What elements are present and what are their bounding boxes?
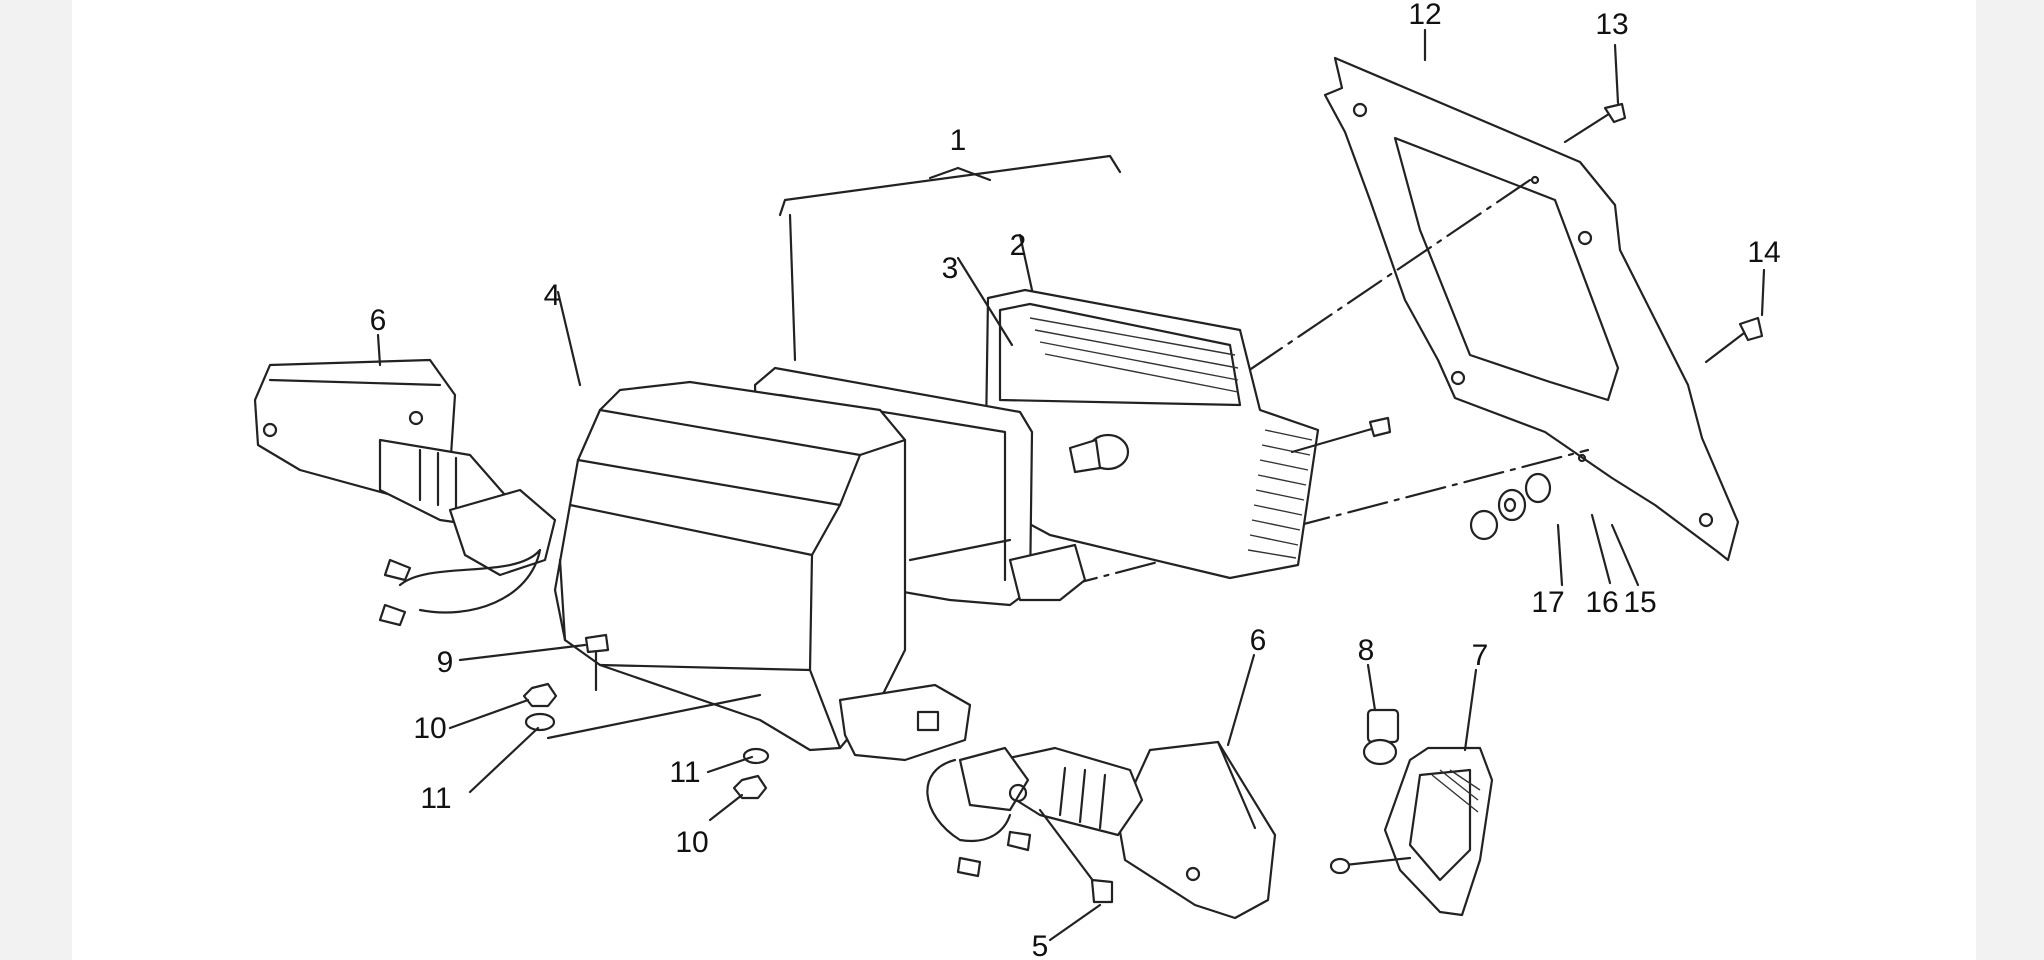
callout-11-right: 11 — [669, 756, 700, 789]
callout-10-right: 10 — [675, 826, 708, 859]
screw-13 — [1563, 102, 1627, 144]
leader-lines — [376, 28, 1766, 942]
nut-10-left — [522, 682, 558, 708]
callout-13: 13 — [1595, 8, 1628, 41]
callout-8: 8 — [1358, 634, 1375, 667]
washer-11-right — [742, 747, 770, 765]
nut-washer-set — [1469, 472, 1552, 541]
washer-11-left — [524, 712, 556, 732]
reflector-7 — [1329, 746, 1494, 917]
callout-6-left: 6 — [370, 304, 387, 337]
assembly-bracket-1 — [778, 154, 1122, 217]
screw-14 — [1704, 316, 1764, 364]
leader-1b — [956, 166, 992, 182]
callout-labels: 1 2 3 4 5 6 6 7 8 9 10 10 11 11 12 13 14… — [370, 0, 1781, 960]
callout-10-left: 10 — [413, 712, 446, 745]
bolt-9 — [584, 633, 610, 692]
bulb-8 — [1362, 708, 1400, 766]
callout-14: 14 — [1747, 236, 1780, 269]
callout-1: 1 — [950, 124, 967, 157]
callout-12: 12 — [1408, 0, 1441, 31]
callout-4: 4 — [544, 279, 561, 312]
callout-16: 16 — [1585, 586, 1618, 619]
callout-15: 15 — [1623, 586, 1656, 619]
leader-1a — [928, 166, 960, 180]
callout-11-left: 11 — [420, 782, 451, 815]
bulb-3 — [1068, 433, 1130, 474]
rear-light-housing — [553, 380, 1012, 752]
license-plate-bracket — [1323, 56, 1740, 562]
callout-7: 7 — [1472, 639, 1489, 672]
screw-5 — [1038, 808, 1114, 904]
turn-signal-right — [926, 740, 1277, 920]
housing-connector — [838, 683, 972, 762]
callout-2: 2 — [1010, 229, 1027, 262]
tail-light-lens — [983, 288, 1320, 580]
hardware-assembly-line — [546, 693, 762, 740]
callout-6-right: 6 — [1250, 624, 1267, 657]
callout-9: 9 — [437, 646, 454, 679]
assembly-bracket-1-leg — [788, 213, 797, 362]
lens-screw — [1290, 416, 1392, 454]
callout-3: 3 — [942, 252, 959, 285]
callout-17: 17 — [1531, 586, 1564, 619]
turn-signal-left — [253, 358, 557, 627]
lens-hatching — [1029, 317, 1313, 559]
nut-10-right — [732, 774, 768, 800]
callout-5: 5 — [1032, 930, 1049, 960]
